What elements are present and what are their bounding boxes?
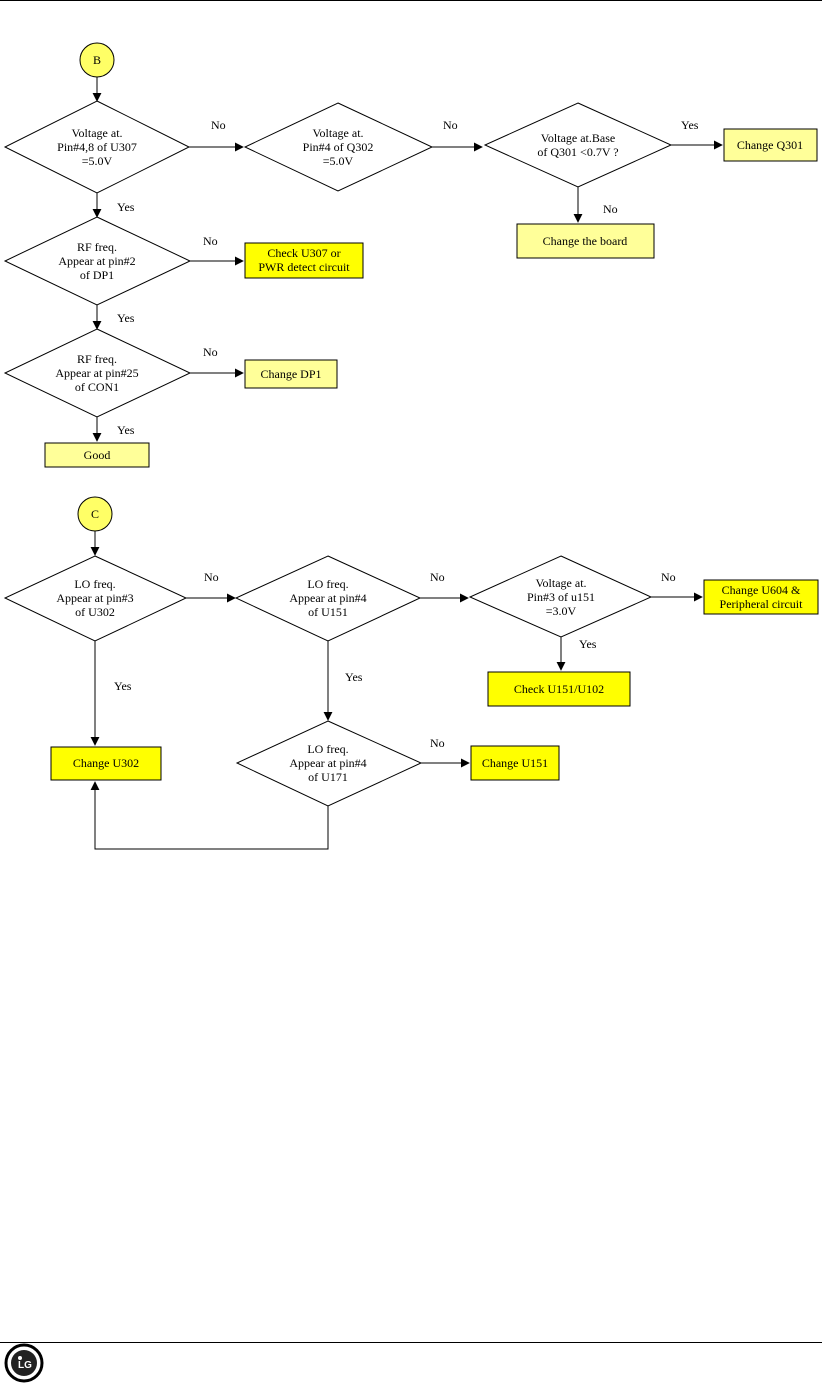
box-change-u151-text: Change U151 [482, 756, 548, 770]
label-c-d1-no: No [204, 570, 219, 584]
lg-logo: LG [4, 1343, 44, 1383]
arrow-c-d4-yes-loop [90, 781, 329, 850]
decision-b-voltage-u307-text: Voltage at.Pin#4,8 of U307=5.0V [57, 126, 137, 168]
box-change-dp1-text: Change DP1 [261, 367, 322, 381]
lg-logo-eye [18, 1356, 22, 1360]
label-c-d1-yes: Yes [114, 679, 132, 693]
label-b-d3-yes: Yes [681, 118, 699, 132]
label-c-d2-no: No [430, 570, 445, 584]
decision-c-lo-u151 [234, 555, 422, 642]
label-b-d5-no: No [203, 345, 218, 359]
box-change-board [516, 223, 655, 259]
connector-b-label: B [93, 53, 101, 67]
label-c-d2-yes: Yes [345, 670, 363, 684]
box-good [44, 442, 150, 468]
box-change-u151 [470, 745, 560, 781]
box-check-u151 [487, 671, 631, 707]
box-change-u302 [50, 746, 162, 781]
connector-c-label: C [91, 507, 99, 521]
box-change-u604 [703, 579, 819, 615]
decision-b-voltage-u307 [3, 100, 191, 194]
label-c-d3-yes: Yes [579, 637, 597, 651]
label-c-d4-no: No [430, 736, 445, 750]
decision-b-rf-con1 [3, 328, 192, 418]
box-check-u151-text: Check U151/U102 [514, 682, 604, 696]
box-change-dp1 [244, 359, 338, 389]
decision-c-lo-u302 [3, 555, 188, 642]
label-b-d1-no: No [211, 118, 226, 132]
box-change-q301 [723, 128, 818, 162]
decision-b-rf-dp1 [3, 216, 192, 306]
box-change-q301-text: Change Q301 [737, 138, 803, 152]
label-b-d3-no: No [603, 202, 618, 216]
lg-logo-face [11, 1350, 37, 1376]
decision-b-voltage-q302-text: Voltage at.Pin#4 of Q302=5.0V [303, 126, 374, 168]
label-b-d4-no: No [203, 234, 218, 248]
label-b-d4-yes: Yes [117, 311, 135, 325]
lg-logo-text: LG [18, 1360, 32, 1371]
decision-b-base-q301 [483, 102, 673, 188]
decision-b-voltage-q302 [243, 102, 434, 192]
box-change-u604-text: Change U604 &Peripheral circuit [720, 583, 804, 611]
label-b-d5-yes: Yes [117, 423, 135, 437]
decision-c-voltage-u151-text: Voltage at.Pin#3 of u151=3.0V [527, 576, 595, 618]
label-b-d2-no: No [443, 118, 458, 132]
box-good-text: Good [84, 448, 111, 462]
box-change-u302-text: Change U302 [73, 756, 139, 770]
box-check-u307 [244, 242, 364, 279]
decision-c-voltage-u151 [468, 555, 653, 638]
flow-b: B Voltage at.Pin#4,8 of U307=5.0V Voltag… [3, 42, 818, 468]
decision-c-lo-u171 [235, 720, 423, 807]
box-change-board-text: Change the board [543, 234, 628, 248]
label-b-d1-yes: Yes [117, 200, 135, 214]
label-c-d3-no: No [661, 570, 676, 584]
